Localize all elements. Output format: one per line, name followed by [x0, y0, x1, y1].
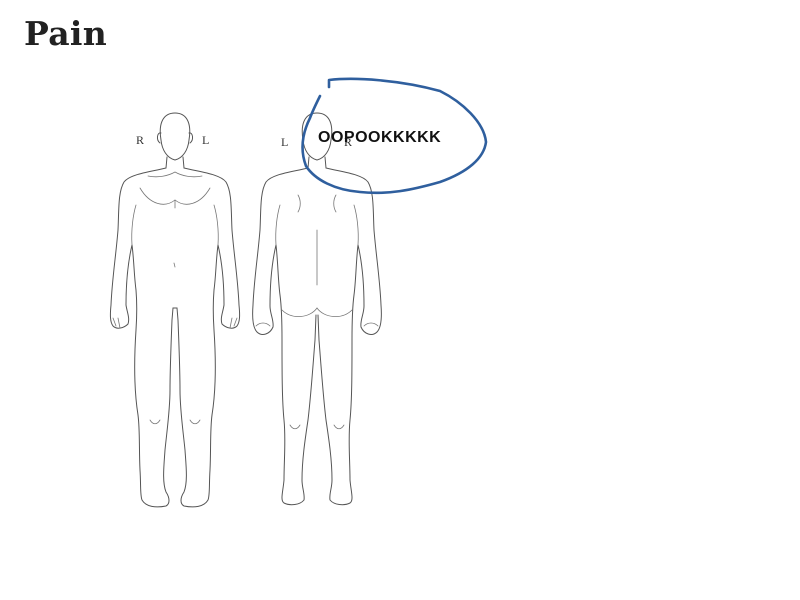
front-label-left: L: [202, 133, 209, 147]
back-body-figure[interactable]: [252, 112, 382, 506]
back-label-right: R: [344, 135, 352, 149]
front-label-right: R: [136, 133, 144, 147]
pain-annotation[interactable]: OOPOOKKKKK: [301, 77, 488, 195]
front-body-figure[interactable]: [109, 112, 241, 508]
page-title: Pain: [24, 14, 108, 53]
annotation-text: OOPOOKKKKK: [318, 129, 441, 146]
back-label-left: L: [281, 135, 288, 149]
annotation-circle-stroke[interactable]: [301, 77, 488, 195]
